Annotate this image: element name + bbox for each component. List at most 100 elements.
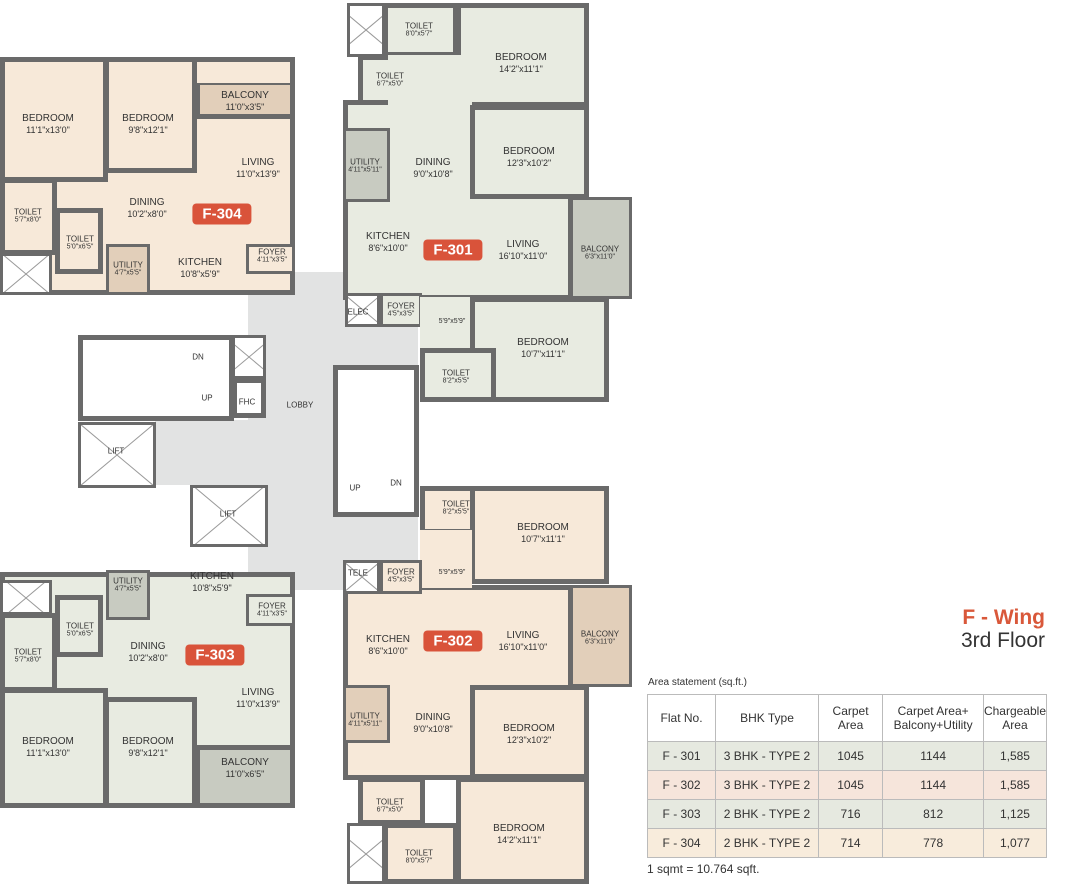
table-cell: 716	[817, 799, 884, 829]
wing-title: F - Wing 3rd Floor	[961, 606, 1045, 652]
room-dimensions: 6'3"x11'0"	[584, 638, 616, 646]
table-cell: 812	[882, 799, 984, 829]
room-dimensions: 10'8"x5'9"	[192, 582, 232, 593]
staircase-left	[78, 335, 234, 421]
core-label-lift1: LIFT	[107, 446, 125, 456]
room	[0, 613, 57, 692]
room-label-passage: 5'9"x5'9"	[439, 318, 466, 326]
room-name: KITCHEN	[178, 257, 222, 269]
shaft	[347, 3, 385, 57]
table-cell: 1144	[882, 770, 984, 800]
room-name: DINING	[129, 197, 165, 209]
room-dimensions: 10'2"x8'0"	[127, 208, 167, 219]
table-cell: 1144	[882, 741, 984, 771]
room	[0, 178, 57, 255]
room-dimensions: 4'7"x5'5"	[114, 269, 142, 277]
room	[420, 348, 496, 402]
flat-badge-f303: F-303	[185, 644, 245, 666]
room-name: LIVING	[506, 239, 540, 251]
room	[195, 745, 295, 808]
table-cell: 1,077	[982, 828, 1048, 858]
room-dimensions: 4'5"x3'5"	[387, 310, 415, 318]
room	[0, 57, 108, 182]
room	[246, 244, 295, 274]
flat-badge-f304: F-304	[192, 203, 252, 225]
room-dimensions: 16'10"x11'0"	[498, 641, 548, 652]
room-name: KITCHEN	[366, 634, 410, 646]
room-name: BALCONY	[221, 90, 269, 102]
room-name: BEDROOM	[122, 113, 174, 125]
room	[246, 594, 295, 626]
table-cell: 2 BHK - TYPE 2	[715, 828, 819, 858]
room-name: TOILET	[376, 71, 404, 81]
room-name: TELE	[347, 568, 369, 578]
table-cell: 1045	[817, 741, 884, 771]
room-dimensions: 5'0"x6'5"	[66, 630, 94, 638]
core-label-dn1: DN	[192, 352, 204, 362]
room-dimensions: 6'7"x5'0"	[376, 80, 404, 88]
room-name: LIVING	[241, 157, 275, 169]
flat-badge-f301: F-301	[423, 239, 483, 261]
room-name: KITCHEN	[190, 571, 234, 583]
room-name: BEDROOM	[517, 337, 569, 349]
table-cell: 1,585	[982, 770, 1048, 800]
room-dimensions: 5'9"x5'9"	[438, 568, 466, 576]
room-dimensions: 12'3"x10'2"	[506, 157, 552, 168]
table-cell: F - 303	[646, 799, 717, 829]
conversion-note: 1 sqmt = 10.764 sqft.	[647, 862, 760, 876]
table-cell: 778	[882, 828, 984, 858]
flat-badge-f302: F-302	[423, 630, 483, 652]
room-name: TOILET	[376, 797, 404, 807]
room-name: BEDROOM	[503, 723, 555, 735]
col-chargeable: Chargeable Area	[982, 694, 1048, 742]
room-dimensions: 10'7"x11'1"	[521, 533, 565, 544]
room-name: BEDROOM	[22, 736, 74, 748]
table-cell: F - 304	[646, 828, 717, 858]
table-cell: F - 302	[646, 770, 717, 800]
room-dimensions: 8'0"x5'7"	[405, 30, 433, 38]
room-name: BEDROOM	[22, 113, 74, 125]
room-dimensions: 12'3"x10'2"	[506, 734, 552, 745]
lobby-corridor	[155, 420, 255, 485]
core-label-dn2: DN	[390, 478, 402, 488]
room-dimensions: 8'0"x5'7"	[405, 857, 433, 865]
core-label-lobby: LOBBY	[286, 400, 314, 410]
table-cell: 714	[817, 828, 884, 858]
room-name: UTILITY	[350, 157, 380, 167]
room	[106, 244, 150, 295]
room	[104, 697, 197, 808]
lift-1	[78, 422, 156, 488]
room-name: UTILITY	[113, 260, 143, 270]
area-statement-caption: Area statement (sq.ft.)	[648, 677, 747, 688]
room-name: TOILET	[405, 848, 433, 858]
room-name: DINING	[415, 712, 451, 724]
room-dimensions: 10'2"x8'0"	[128, 652, 168, 663]
col-bhk: BHK Type	[715, 694, 819, 742]
room-name: BEDROOM	[493, 823, 545, 835]
room-dimensions: 16'10"x11'0"	[498, 250, 548, 261]
table-cell: 3 BHK - TYPE 2	[715, 741, 819, 771]
room	[358, 777, 425, 825]
